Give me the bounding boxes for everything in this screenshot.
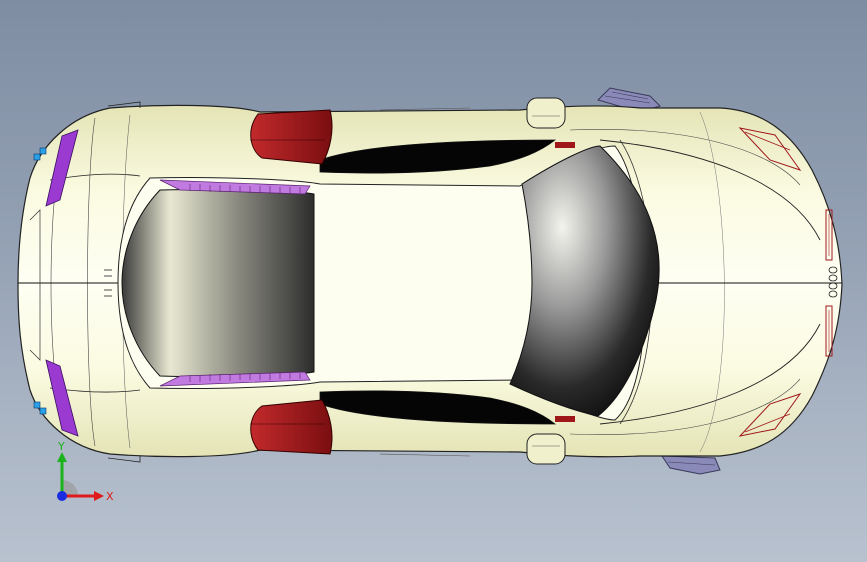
z-axis-dot (57, 491, 67, 501)
side-window-bottom (319, 390, 557, 425)
y-axis-label: Y (57, 440, 65, 453)
rear-sensor-markers (33, 147, 47, 415)
side-mirror-bottom (526, 433, 566, 465)
front-emblem (828, 266, 838, 298)
side-mirror-top (526, 97, 566, 129)
louver-bottom (159, 371, 311, 387)
tail-light-bottom (45, 359, 79, 437)
intake-panel-top (250, 109, 333, 165)
front-grille-vents (825, 209, 833, 357)
side-vent-bottom (661, 455, 721, 475)
front-headlight-top (738, 127, 802, 171)
side-window-top (319, 139, 557, 174)
intake-panel-bottom (250, 399, 333, 455)
x-axis-label: X (106, 490, 114, 503)
rear-window (121, 188, 315, 378)
triad-plane-icon (62, 480, 78, 496)
coordinate-triad: Y X (57, 440, 114, 503)
louver-top (159, 179, 311, 195)
tail-light-top (45, 129, 79, 207)
front-headlight-bottom (738, 393, 802, 437)
windshield (509, 145, 660, 417)
